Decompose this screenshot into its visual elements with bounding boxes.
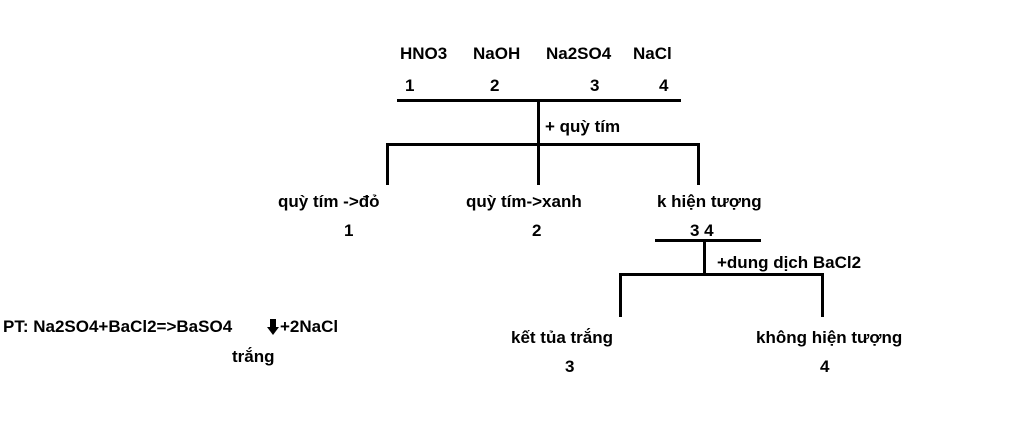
tube-number-3: 3 [590, 76, 600, 95]
step1-result-blue: quỳ tím->xanh [466, 192, 582, 211]
step2-branch-left [619, 273, 622, 317]
step1-reagent-label: + quỳ tím [545, 117, 621, 136]
step1-tube-3-4: 3 4 [690, 221, 714, 240]
reagent-name-naoh: NaOH [473, 44, 521, 63]
step1-stem [537, 99, 540, 145]
step2-top-bar [655, 239, 761, 242]
tube-number-1: 1 [405, 76, 415, 95]
step2-tube-4: 4 [820, 357, 830, 376]
step1-tube-2: 2 [532, 221, 542, 240]
step1-tube-1: 1 [344, 221, 354, 240]
equation-left: PT: Na2SO4+BaCl2=>BaSO4 [3, 317, 233, 336]
step2-result-none: không hiện tượng [756, 328, 903, 347]
step2-branch-right [821, 273, 824, 317]
step2-branch-bar [619, 273, 824, 276]
reagent-name-hno3: HNO3 [400, 44, 448, 63]
reagent-name-nacl: NaCl [633, 44, 672, 63]
step2-tube-3: 3 [565, 357, 575, 376]
step2-reagent-label: +dung dịch BaCl2 [717, 253, 862, 272]
step1-branch-right [697, 143, 700, 185]
step1-result-red: quỳ tím ->đỏ [278, 192, 380, 211]
step1-branch-left [386, 143, 389, 185]
step2-stem [703, 239, 706, 276]
step1-result-none: k hiện tượng [657, 192, 762, 211]
step1-branch-middle [537, 143, 540, 185]
down-arrow-icon [267, 318, 279, 336]
reagent-name-na2so4: Na2SO4 [546, 44, 612, 63]
tube-number-4: 4 [659, 76, 669, 95]
tube-number-2: 2 [490, 76, 500, 95]
equation-precipitate-note: trắng [232, 347, 275, 366]
step2-result-precipitate: kết tủa trắng [511, 328, 614, 347]
step1-branch-bar [386, 143, 700, 146]
equation-right: +2NaCl [280, 317, 339, 336]
